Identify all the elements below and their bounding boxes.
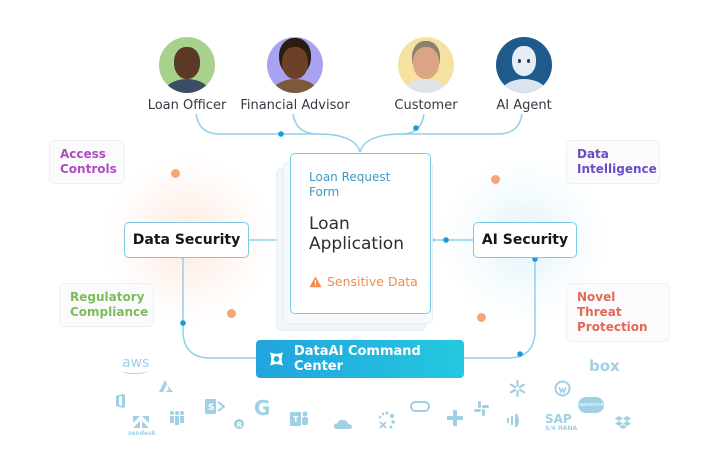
box-logo-icon: box xyxy=(589,357,620,375)
google-logo-icon: G xyxy=(254,396,271,420)
accent-dot xyxy=(491,175,500,184)
connector-loan-officer xyxy=(195,113,361,153)
tag-label: Regulatory Compliance xyxy=(70,290,149,319)
tag-label: Access Controls xyxy=(60,147,117,176)
connector-node xyxy=(180,320,186,326)
arrow-head xyxy=(432,237,436,243)
connector-node xyxy=(278,131,284,137)
connector-data-security-cmd xyxy=(182,258,256,359)
data-security-box[interactable]: Data Security xyxy=(124,222,249,258)
sap-logo-icon: SAP S/4 HANA xyxy=(545,412,578,432)
persona-loan-officer: Loan Officer xyxy=(117,37,257,113)
loan-card-subtitle: Loan Request Form xyxy=(309,170,391,199)
accent-dot xyxy=(171,169,180,178)
sensitive-data-label: Sensitive Data xyxy=(327,274,418,289)
snowflake-logo-icon xyxy=(509,380,526,397)
zendesk-logo-icon: zendesk xyxy=(128,413,156,437)
teams-logo-icon: T xyxy=(290,411,308,426)
tag-novel-threat-protection: Novel Threat Protection xyxy=(566,283,670,342)
svg-text:R: R xyxy=(237,421,243,429)
loan-application-card[interactable]: Loan Request Form Loan Application Sensi… xyxy=(290,153,431,314)
azure-logo-icon xyxy=(159,380,173,392)
onedrive-logo-icon xyxy=(334,419,352,429)
office-logo-icon xyxy=(116,394,125,408)
accent-dot xyxy=(477,313,486,322)
dropbox-logo-icon xyxy=(615,416,631,429)
persona-customer: Customer xyxy=(356,37,496,113)
data-security-label: Data Security xyxy=(132,232,241,248)
persona-label: Financial Advisor xyxy=(240,98,350,113)
aws-logo-icon: aws xyxy=(122,355,149,374)
connector-node xyxy=(517,351,523,357)
intercom-bars-logo-icon xyxy=(507,414,519,427)
plus-logo-icon xyxy=(447,410,463,426)
loan-card-title: Loan Application xyxy=(309,214,404,254)
r-logo-icon: R xyxy=(234,419,244,429)
tag-label: Novel Threat Protection xyxy=(577,290,648,334)
tag-access-controls: Access Controls xyxy=(49,140,125,184)
loan-officer-avatar xyxy=(159,37,215,93)
dots-logo-icon xyxy=(378,411,395,429)
persona-label: AI Agent xyxy=(496,98,552,113)
svg-text:S: S xyxy=(208,403,214,413)
accent-dot xyxy=(227,309,236,318)
sharepoint-logo-icon: S xyxy=(205,399,225,414)
warning-triangle-icon xyxy=(309,276,322,287)
persona-label: Loan Officer xyxy=(147,98,227,113)
persona-ai-agent: AI Agent xyxy=(454,37,594,113)
tag-regulatory-compliance: Regulatory Compliance xyxy=(59,283,154,327)
ai-agent-avatar xyxy=(496,37,552,93)
ai-security-box[interactable]: AI Security xyxy=(473,222,577,258)
dataai-logo-icon xyxy=(269,352,284,366)
tag-data-intelligence: Data Intelligence xyxy=(566,140,660,184)
dataai-command-center-button[interactable]: DataAI Command Center xyxy=(256,340,464,378)
slack-logo-icon xyxy=(474,401,489,416)
workplace-logo-icon xyxy=(554,380,571,397)
salesforce-logo-icon: salesforce xyxy=(578,397,604,413)
command-center-label: DataAI Command Center xyxy=(293,344,421,374)
customer-avatar xyxy=(398,37,454,93)
connector-node xyxy=(443,237,449,243)
teams-people-logo-icon xyxy=(170,411,184,425)
ai-security-label: AI Security xyxy=(481,232,569,248)
persona-financial-advisor: Financial Advisor xyxy=(225,37,365,113)
connector-node xyxy=(413,125,419,131)
sensitive-data-badge: Sensitive Data xyxy=(309,274,430,289)
connector-customer xyxy=(359,113,425,153)
financial-advisor-avatar xyxy=(267,37,323,93)
persona-label: Customer xyxy=(394,98,458,113)
connector-ai-agent xyxy=(402,113,523,135)
tag-label: Data Intelligence xyxy=(577,147,657,176)
svg-text:T: T xyxy=(293,415,299,424)
connector-financial-advisor xyxy=(292,113,319,135)
connector-ai-security-cmd xyxy=(464,258,536,359)
oracle-logo-icon xyxy=(410,401,430,412)
